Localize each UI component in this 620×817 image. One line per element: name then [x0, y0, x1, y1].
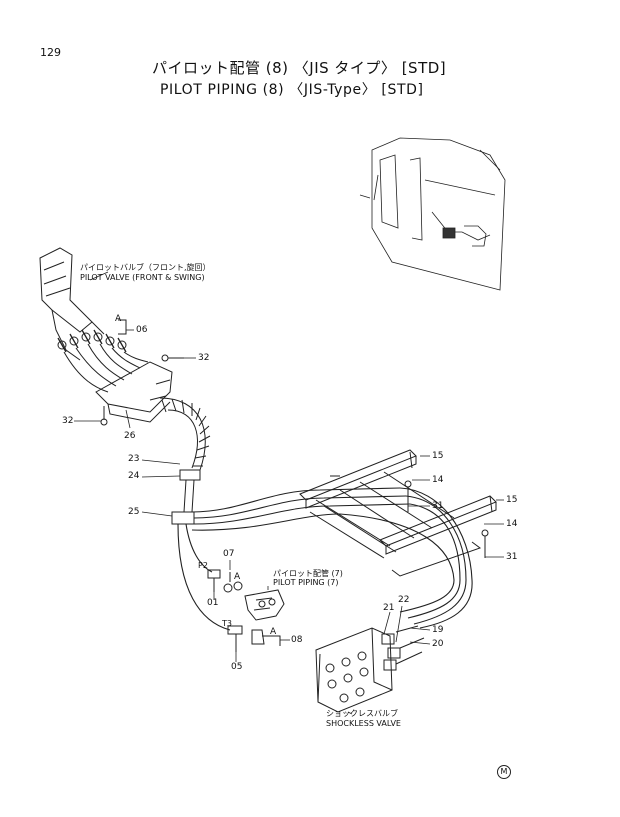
- machine-inset-sketch: [359, 137, 506, 291]
- ref-letter: A: [270, 627, 277, 637]
- callout-25: 25: [128, 507, 140, 517]
- pilot-valve-assembly: [39, 247, 184, 426]
- callout-08: 08: [291, 635, 303, 645]
- corrugated-hose: [159, 397, 211, 525]
- callout-26: 26: [124, 431, 136, 441]
- fittings-lower: [227, 625, 281, 652]
- pilot-valve-label-en: PILOT VALVE (FRONT & SWING): [80, 273, 205, 282]
- ref-bracket: [118, 319, 127, 335]
- leader-lines: [74, 271, 504, 715]
- port-label-p2: P2: [198, 561, 208, 570]
- fittings-left: [207, 569, 285, 621]
- shockless-label-jp: ショックレスバルブ: [326, 709, 398, 718]
- page-number: 129: [40, 46, 61, 59]
- callout-01: 01: [207, 598, 219, 608]
- callout-14: 14: [506, 519, 518, 529]
- ref-letter: A: [234, 572, 241, 582]
- callout-14: 14: [432, 475, 444, 485]
- callout-31: 31: [506, 552, 518, 562]
- callout-07: 07: [223, 549, 235, 559]
- callout-21: 21: [383, 603, 395, 613]
- callout-22: 22: [398, 595, 410, 605]
- callout-32: 32: [198, 353, 210, 363]
- page-title-en: PILOT PIPING (8) 〈JIS-Type〉 [STD]: [160, 82, 424, 98]
- shockless-label-en: SHOCKLESS VALVE: [326, 719, 401, 728]
- callout-23: 23: [128, 454, 140, 464]
- ref-letter: A: [115, 314, 122, 324]
- callout-20: 20: [432, 639, 444, 649]
- callout-06: 06: [136, 325, 148, 335]
- port-label-t3: T3: [222, 619, 232, 628]
- pilot-valve-label-jp: パイロットバルブ（フロント,旋回）: [80, 263, 211, 272]
- hose-runs: [177, 487, 473, 631]
- page-title-jp: パイロット配管 (8) 〈JIS タイプ〉 [STD]: [152, 59, 447, 77]
- callout-24: 24: [128, 471, 140, 481]
- frame-rails: [299, 449, 497, 577]
- shockless-valve: [315, 625, 425, 713]
- pilot-piping-label-jp: パイロット配管 (7): [273, 569, 343, 578]
- maker-stamp: M: [497, 765, 511, 779]
- callout-05: 05: [231, 662, 243, 672]
- callout-31: 31: [432, 501, 444, 511]
- callout-32: 32: [62, 416, 74, 426]
- callout-15: 15: [506, 495, 518, 505]
- pilot-piping-label-en: PILOT PIPING (7): [273, 578, 339, 587]
- callout-19: 19: [432, 625, 444, 635]
- callout-15: 15: [432, 451, 444, 461]
